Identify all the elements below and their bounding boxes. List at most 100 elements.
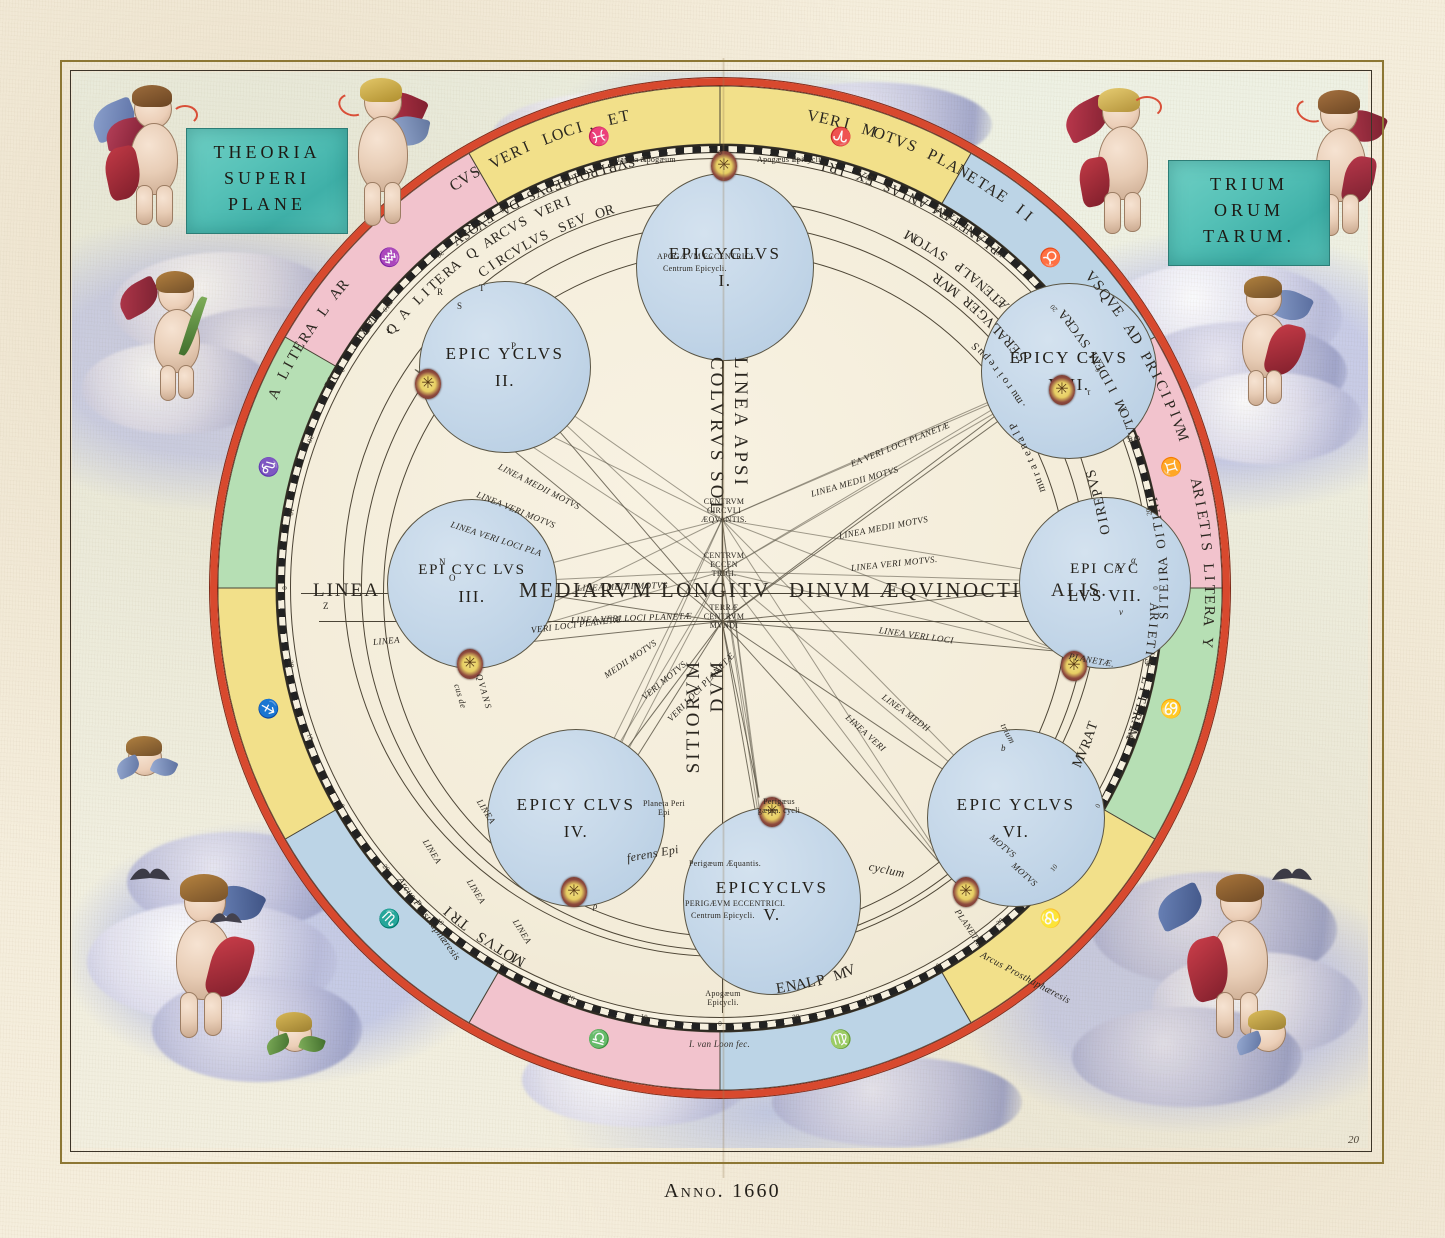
center-label-eccentric: CENTRVM ECCEN TRICI. bbox=[691, 551, 757, 578]
epicycle-V-detail-eccentrici: PERIGÆVM ECCENTRICI. bbox=[685, 899, 786, 908]
axis-label-right: ALIS. bbox=[1051, 580, 1108, 601]
epicycle-label: EPI CYC LVS bbox=[418, 562, 526, 578]
epicycle-IV[interactable]: EPICY CLVS IV. bbox=[487, 729, 665, 907]
epicycle-V-detail-planeta: Planeta Peri Epi bbox=[642, 799, 686, 817]
epicycle-II[interactable]: EPIC YCLVS II. bbox=[419, 281, 591, 453]
center-label-earth: TERRÆ CENTRVM MVNDI bbox=[691, 603, 757, 630]
line-of-mean-longitudes bbox=[301, 593, 1141, 594]
cherub-head-bottom-right bbox=[1233, 1010, 1296, 1056]
epicycle-I-detail-apogaeum: APOGÆVM ECCENTRICI. bbox=[657, 252, 756, 261]
book-fold bbox=[722, 58, 725, 1178]
eccentric-line-1: CENTRVM bbox=[691, 551, 757, 560]
bird-left bbox=[128, 862, 172, 893]
putto-left-middle bbox=[113, 271, 228, 405]
equant-line-2: CIRCVLI bbox=[689, 506, 759, 515]
plate-number: 20 bbox=[1348, 1134, 1359, 1146]
letter-marker-S: S bbox=[457, 301, 463, 311]
epicycle-V-detail-perigaeus: Perigæus gæum. cycli bbox=[757, 797, 801, 815]
epicycle-number: IV. bbox=[563, 822, 589, 841]
epicycle-I-detail-centrum: Centrum Epicycli. bbox=[663, 264, 727, 273]
epicycle-I[interactable]: EPICYCLVS I. bbox=[636, 173, 814, 361]
eccentric-line-3: TRICI. bbox=[691, 569, 757, 578]
letter-marker-O: O bbox=[449, 573, 456, 583]
epicycle-I-detail-planeta: Planeta Apogæum bbox=[613, 155, 676, 164]
letter-marker-L: L bbox=[387, 325, 393, 335]
planet-marker-VI[interactable]: ✳ bbox=[953, 877, 979, 907]
letter-marker-tau: τ bbox=[1087, 387, 1091, 397]
epicycle-number: III. bbox=[458, 586, 486, 606]
putto-top-right-a bbox=[1058, 88, 1180, 238]
earth-line-2: CENTRVM bbox=[691, 612, 757, 621]
earth-line-1: TERRÆ bbox=[691, 603, 757, 612]
letter-marker-N: N bbox=[439, 557, 446, 567]
axis-label-vertical-top: LINEA APSI bbox=[730, 357, 751, 488]
outer-red-rim bbox=[210, 78, 1230, 1098]
letter-marker-alpha: α bbox=[1131, 555, 1137, 565]
epicycle-label: EPIC YCLVS bbox=[956, 794, 1076, 814]
putto-right-middle bbox=[1222, 276, 1322, 410]
letter-marker-v: v bbox=[1119, 607, 1124, 617]
epicycle-V-detail-centrum: Centrum Epicycli. bbox=[691, 911, 755, 920]
eccentric-line-2: ECCEN bbox=[691, 560, 757, 569]
plate-border-outer bbox=[60, 60, 1384, 1164]
putto-lower-right bbox=[1150, 874, 1298, 1040]
letter-marker-Z: Z bbox=[323, 601, 329, 611]
epicycle-III[interactable]: EPI CYC LVS III. bbox=[387, 499, 557, 669]
planet-marker-I[interactable]: ✳ bbox=[711, 151, 737, 181]
epicycle-V-detail-aequantis: Perigæum Æquantis. bbox=[689, 859, 762, 868]
planetary-theory-wheel: EPICYCLVS I. EPIC YCLVS II. EPI CYC LVS … bbox=[210, 78, 1230, 1098]
putto-top-left-b bbox=[330, 78, 440, 230]
banner-left-line-2: SUPERI bbox=[223, 168, 310, 188]
degree-numeral: 0 bbox=[718, 1020, 722, 1028]
epicycle-label: EPICYCLVS bbox=[668, 243, 782, 263]
axis-label-left: LINEA bbox=[313, 580, 380, 601]
chart-field: EPICYCLVS I. EPIC YCLVS II. EPI CYC LVS … bbox=[290, 151, 1191, 1049]
banner-left: THEORIA SUPERI PLANE bbox=[186, 128, 348, 234]
epicycle-number: VI. bbox=[1002, 822, 1030, 841]
epicycle-I-detail-apogaeus: Apogæus Epicycli. bbox=[757, 155, 823, 164]
epicycle-number: LVS VII. bbox=[1067, 585, 1143, 605]
epicycle-V-detail-apogaeum: Apogæum Epicycli. bbox=[697, 989, 749, 1007]
planet-marker-IV[interactable]: ✳ bbox=[561, 877, 587, 907]
banner-right-line-2: ORUM bbox=[1213, 200, 1284, 220]
epicycle-number: I. bbox=[719, 270, 732, 291]
axis-label-mid-right: DINVM ÆQVINOCTI bbox=[789, 578, 1022, 602]
letter-marker-T: T bbox=[479, 283, 485, 293]
letter-marker-b: b bbox=[1001, 743, 1006, 753]
planet-marker-VII[interactable]: ✳ bbox=[1061, 651, 1087, 681]
axis-label-mid-left: MEDIARVM LONGITV bbox=[519, 578, 771, 602]
banner-right: TRIUM ORUM TARUM. bbox=[1168, 160, 1330, 266]
cherub-head-bottom-left bbox=[263, 1012, 327, 1056]
letter-marker-beta: β bbox=[1115, 563, 1120, 573]
equant-line-3: ÆQVANTIS. bbox=[689, 515, 759, 524]
year-caption: Anno. 1660 bbox=[664, 1180, 781, 1202]
plate-border-inner bbox=[70, 70, 1372, 1152]
banner-right-line-1: TRIUM bbox=[1210, 174, 1288, 194]
planet-marker-VIII[interactable]: ✳ bbox=[1049, 375, 1075, 405]
epicycle-VII[interactable]: EPI CYC LVS VII. bbox=[1019, 497, 1191, 669]
epicycle-VI[interactable]: EPIC YCLVS VI. bbox=[927, 729, 1105, 907]
epicycle-label: EPI CYC bbox=[1070, 561, 1140, 577]
planet-marker-V[interactable]: ✳ bbox=[759, 797, 785, 827]
banner-left-line-1: THEORIA bbox=[213, 142, 321, 162]
planet-marker-II[interactable]: ✳ bbox=[415, 369, 441, 399]
epicycle-V[interactable]: EPICYCLVS V. bbox=[683, 807, 861, 995]
letter-marker-rho: ρ bbox=[593, 901, 598, 911]
center-label-equant: CENTRVM CIRCVLI ÆQVANTIS. bbox=[689, 497, 759, 524]
putto-top-left-a bbox=[87, 85, 210, 230]
cherub-head-left bbox=[113, 736, 179, 781]
banner-right-line-3: TARUM. bbox=[1202, 226, 1296, 246]
putto-lower-left bbox=[152, 874, 282, 1040]
epicycle-VIII[interactable]: EPICY CLVS VIII. bbox=[981, 283, 1157, 459]
epicycle-label: EPICY CLVS bbox=[516, 794, 636, 814]
planet-marker-III[interactable]: ✳ bbox=[457, 649, 483, 679]
bird-bottom-left bbox=[208, 908, 244, 935]
engraver-signature: I. van Loon fec. bbox=[689, 1039, 751, 1049]
bird-right bbox=[1270, 862, 1314, 893]
epicycle-label: EPICY CLVS bbox=[1009, 347, 1129, 367]
letter-marker-P: P bbox=[511, 341, 517, 351]
equant-line-1: CENTRVM bbox=[689, 497, 759, 506]
axis-label-vertical-top2: COLVRVS SOL bbox=[706, 357, 727, 517]
epicycle-number: II. bbox=[494, 371, 516, 390]
banner-left-line-3: PLANE bbox=[228, 194, 306, 214]
